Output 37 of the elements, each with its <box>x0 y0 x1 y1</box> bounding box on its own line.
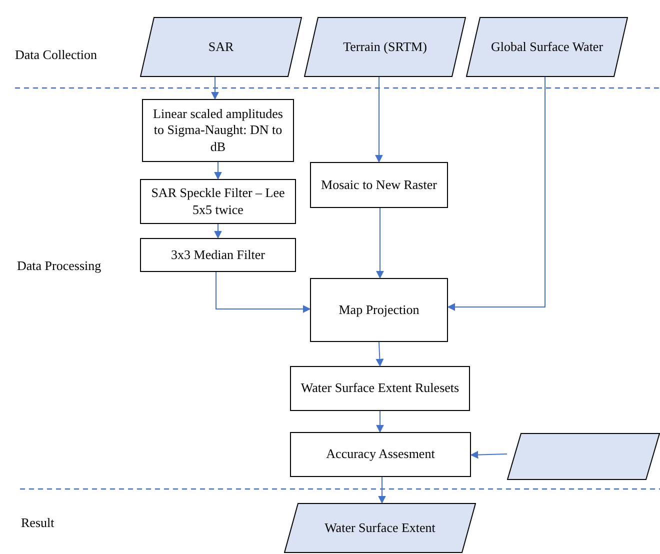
node-text: SAR <box>208 38 234 56</box>
node-text: 3x3 Median Filter <box>171 246 265 264</box>
data-parallelogram <box>284 503 476 553</box>
section-label: Data Collection <box>15 46 97 64</box>
data-parallelogram <box>304 17 466 77</box>
process-box <box>310 278 448 342</box>
arrow <box>447 76 546 311</box>
node-text: Global Surface Water <box>490 38 604 56</box>
process-box <box>310 162 448 208</box>
arrow <box>470 450 508 459</box>
arrow <box>211 76 219 100</box>
node-text: Map Projection <box>338 302 420 318</box>
arrow <box>214 162 222 180</box>
node-text: Accuracy Assesment <box>326 446 435 463</box>
arrow <box>378 476 386 504</box>
arrow <box>375 76 383 163</box>
process-box <box>142 99 294 162</box>
process-box <box>140 238 296 272</box>
node-text: Linear scaled amplitudes to Sigma-Naught: DN to dB <box>152 106 284 155</box>
section-label: Result <box>21 514 54 532</box>
data-parallelogram <box>507 433 660 480</box>
process-box <box>290 366 470 411</box>
arrow <box>376 342 384 367</box>
data-parallelogram <box>466 17 628 77</box>
node-text: Terrain (SRTM) <box>343 38 427 56</box>
data-parallelogram <box>140 17 302 77</box>
arrow <box>376 410 384 433</box>
node-text: Water Surface Extent <box>324 520 436 536</box>
arrow <box>376 208 384 279</box>
process-box <box>290 432 471 477</box>
node-text: Mosaic to New Raster <box>321 176 437 194</box>
node-text: SAR Speckle Filter – Lee 5x5 twice <box>150 185 286 218</box>
process-box <box>140 179 296 224</box>
arrow <box>214 224 222 239</box>
node-text: Water Surface Extent Rulesets <box>300 380 460 397</box>
arrow <box>216 272 311 313</box>
section-label: Data Processing <box>17 257 102 275</box>
